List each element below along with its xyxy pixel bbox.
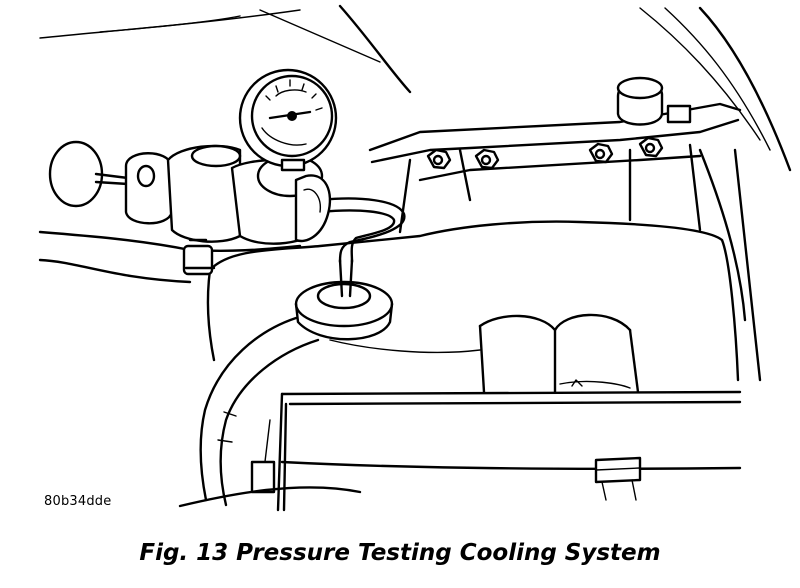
hood-bumper [616,76,664,126]
radiator [178,390,742,512]
radiator-support [368,102,762,382]
tester-hose [318,197,406,264]
figure-caption: Fig. 13 Pressure Testing Cooling System [139,540,661,566]
hood-edge-lines [39,4,792,172]
support-bolts [426,104,692,170]
pressure-tester [48,68,338,276]
reservoir-cap-adapter [294,258,394,341]
lower-hose [199,316,320,507]
coolant-reservoir [206,220,740,394]
figure-reference-code: 80b34dde [44,494,112,509]
